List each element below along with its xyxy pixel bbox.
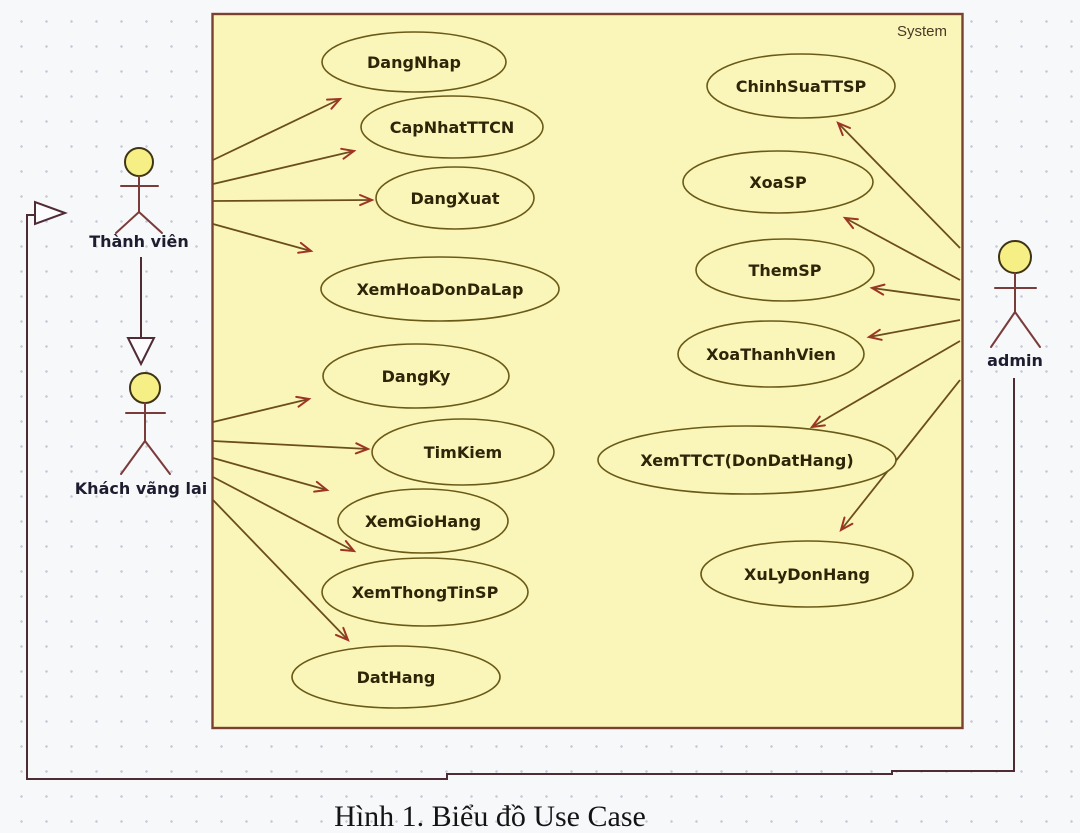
arrow-head-icon xyxy=(295,395,312,408)
actor-leg xyxy=(1014,311,1041,348)
arrow-head-icon xyxy=(809,415,826,429)
arrow-head-icon xyxy=(839,516,854,533)
usecase-label: XuLyDonHang xyxy=(744,565,870,584)
actor-head-icon xyxy=(998,240,1032,274)
generalizations xyxy=(26,200,1015,780)
assoc-xemthongtinsp xyxy=(212,476,355,552)
usecase-label: DatHang xyxy=(357,668,436,687)
assoc-xoasp xyxy=(844,217,961,281)
arrow-head-icon xyxy=(866,328,883,341)
usecase-ellipse xyxy=(322,343,510,409)
usecase-xem-thong-tin-sp: XemThongTinSP xyxy=(321,557,529,627)
assoc-dangky xyxy=(212,398,310,423)
usecase-label: XoaThanhVien xyxy=(706,345,836,364)
usecase-dang-ky: DangKy xyxy=(322,343,510,409)
usecase-xu-ly-don-hang: XuLyDonHang xyxy=(700,540,914,608)
actor-leg xyxy=(115,211,140,234)
usecase-dang-nhap: DangNhap xyxy=(321,31,507,93)
usecase-label: ChinhSuaTTSP xyxy=(736,77,867,96)
actor-head-icon xyxy=(129,372,161,404)
usecase-ellipse xyxy=(695,238,875,302)
assoc-xemgiohang xyxy=(212,457,328,491)
usecase-ellipse xyxy=(321,31,507,93)
arrow-head-icon xyxy=(836,121,851,137)
usecase-label: TimKiem xyxy=(424,443,502,462)
usecase-label: DangNhap xyxy=(367,53,461,72)
usecase-them-sp: ThemSP xyxy=(695,238,875,302)
usecase-xem-gio-hang: XemGioHang xyxy=(337,488,509,554)
actor-leg xyxy=(138,211,163,234)
assoc-dangnhap xyxy=(212,98,341,161)
assoc-capnhatttcn xyxy=(212,150,355,185)
assoc-themsp xyxy=(871,287,961,301)
usecase-chinh-sua-ttsp: ChinhSuaTTSP xyxy=(706,53,896,119)
usecase-ellipse xyxy=(360,95,544,159)
arrow-head-icon xyxy=(340,147,357,160)
usecase-label: XemHoaDonDaLap xyxy=(357,280,524,299)
assoc-dangxuat xyxy=(212,199,373,202)
usecase-ellipse xyxy=(682,150,874,214)
actor-head-icon xyxy=(124,147,154,177)
actor-thanh-vien: Thành viên xyxy=(89,147,189,251)
assoc-dathang xyxy=(212,499,349,641)
usecase-label: DangXuat xyxy=(410,189,499,208)
usecase-tim-kiem: TimKiem xyxy=(371,418,555,486)
usecase-ellipse xyxy=(597,425,897,495)
assoc-xemhoadondalap xyxy=(212,223,312,252)
arrow-head-icon xyxy=(869,283,886,296)
usecase-xem-hoa-don-da-lap: XemHoaDonDaLap xyxy=(320,256,560,322)
generalization-triangle-down-icon xyxy=(126,337,156,367)
arrow-head-icon xyxy=(326,97,343,110)
usecase-label: XemTTCT(DonDatHang) xyxy=(640,451,853,470)
usecase-ellipse xyxy=(320,256,560,322)
figure-caption: Hình 1. Biểu đồ Use Case xyxy=(334,800,646,833)
assoc-chinhsuattsp xyxy=(837,122,961,249)
actor-admin: admin xyxy=(987,240,1043,370)
usecase-label: CapNhatTTCN xyxy=(390,118,515,137)
usecase-xem-ttct-dondathang: XemTTCT(DonDatHang) xyxy=(597,425,897,495)
actor-leg xyxy=(120,440,146,475)
assoc-timkiem xyxy=(212,440,369,450)
system-boundary-label: System xyxy=(897,23,947,40)
arrow-head-icon xyxy=(842,216,859,230)
arrow-head-icon xyxy=(359,194,375,207)
usecase-ellipse xyxy=(337,488,509,554)
generalization-triangle-right-icon xyxy=(34,200,68,226)
usecase-ellipse xyxy=(700,540,914,608)
usecase-cap-nhat-ttcn: CapNhatTTCN xyxy=(360,95,544,159)
assoc-xoathanhvien xyxy=(868,319,961,338)
arrow-head-icon xyxy=(313,480,330,493)
assoc-xulydonhang xyxy=(840,379,961,531)
usecase-ellipse xyxy=(321,557,529,627)
actor-leg xyxy=(144,440,171,475)
actor-leg xyxy=(990,311,1016,348)
actor-label: admin xyxy=(987,351,1043,370)
associations xyxy=(212,97,961,642)
usecase-label: XemGioHang xyxy=(365,512,481,531)
usecase-ellipse xyxy=(677,320,865,388)
arrow-head-icon xyxy=(354,442,371,455)
usecase-ellipse xyxy=(371,418,555,486)
usecase-label: XemThongTinSP xyxy=(352,583,499,602)
usecase-ellipse xyxy=(706,53,896,119)
usecase-xoa-thanh-vien: XoaThanhVien xyxy=(677,320,865,388)
usecase-label: ThemSP xyxy=(748,261,821,280)
actor-label: Thành viên xyxy=(89,232,189,251)
usecase-ellipse xyxy=(375,166,535,230)
usecase-ellipse xyxy=(291,645,501,709)
actor-label: Khách vãng lai xyxy=(75,479,207,498)
usecase-dat-hang: DatHang xyxy=(291,645,501,709)
arrow-head-icon xyxy=(335,626,350,642)
arrow-head-icon xyxy=(297,241,314,254)
usecase-label: DangKy xyxy=(382,367,451,386)
arrow-head-icon xyxy=(340,540,357,553)
actor-khach-vang-lai: Khách vãng lai xyxy=(75,372,207,498)
usecase-xoa-sp: XoaSP xyxy=(682,150,874,214)
assoc-xemttct xyxy=(811,340,961,428)
usecase-label: XoaSP xyxy=(749,173,807,192)
usecase-dang-xuat: DangXuat xyxy=(375,166,535,230)
generalization-admin-to-thanhvien-line xyxy=(26,214,1015,780)
